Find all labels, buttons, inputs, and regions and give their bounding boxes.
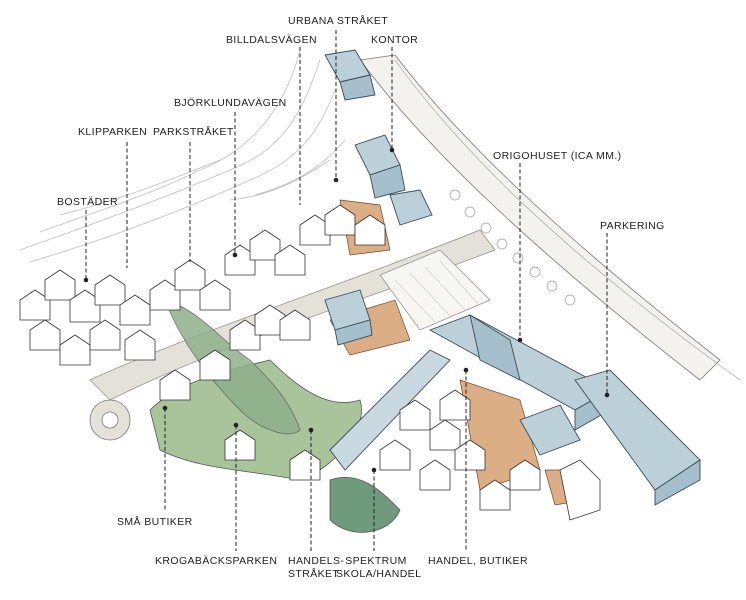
label-spektrum: SPEKTRUM SKOLA/HANDEL [336,555,422,581]
parking-lot [379,249,491,331]
hill-sketch [19,49,346,263]
houses [19,204,601,521]
label-spektrum-line1: SPEKTRUM [345,555,407,567]
label-bostader: BOSTÄDER [57,196,118,208]
label-sma-butiker: SMÅ BUTIKER [117,516,193,528]
label-billdalsvagen: BILLDALSVÄGEN [226,34,317,46]
label-handel-butiker: HANDEL, BUTIKER [428,555,528,567]
label-klipparken: KLIPPARKEN [78,126,148,138]
main-road [359,54,741,381]
label-kontor: KONTOR [371,34,419,46]
label-parkstraket: PARKSTRÅKET [153,126,234,138]
roundabout [89,399,131,441]
label-spektrum-line2: SKOLA/HANDEL [336,568,422,580]
label-bjorklundavagen: BJÖRKLUNDAVÄGEN [174,97,287,109]
label-handelsstraket-line1: HANDELS- [288,555,345,567]
label-handelsstraket-line2: STRÅKET [288,568,340,580]
label-urbana-straket: URBANA STRÅKET [288,15,389,27]
label-origohuset: ORIGOHUSET (ICA MM.) [493,150,622,162]
label-handelsstraket: HANDELS- STRÅKET [288,555,345,581]
tree-row [449,189,576,306]
krogabacksparken-area [149,299,401,533]
leader-dots [83,147,610,473]
label-krogabacksparken: KROGABÄCKSPARKEN [155,555,278,567]
leader-lines [85,30,608,551]
commercial-buildings [324,49,701,506]
label-parkering: PARKERING [600,220,665,232]
